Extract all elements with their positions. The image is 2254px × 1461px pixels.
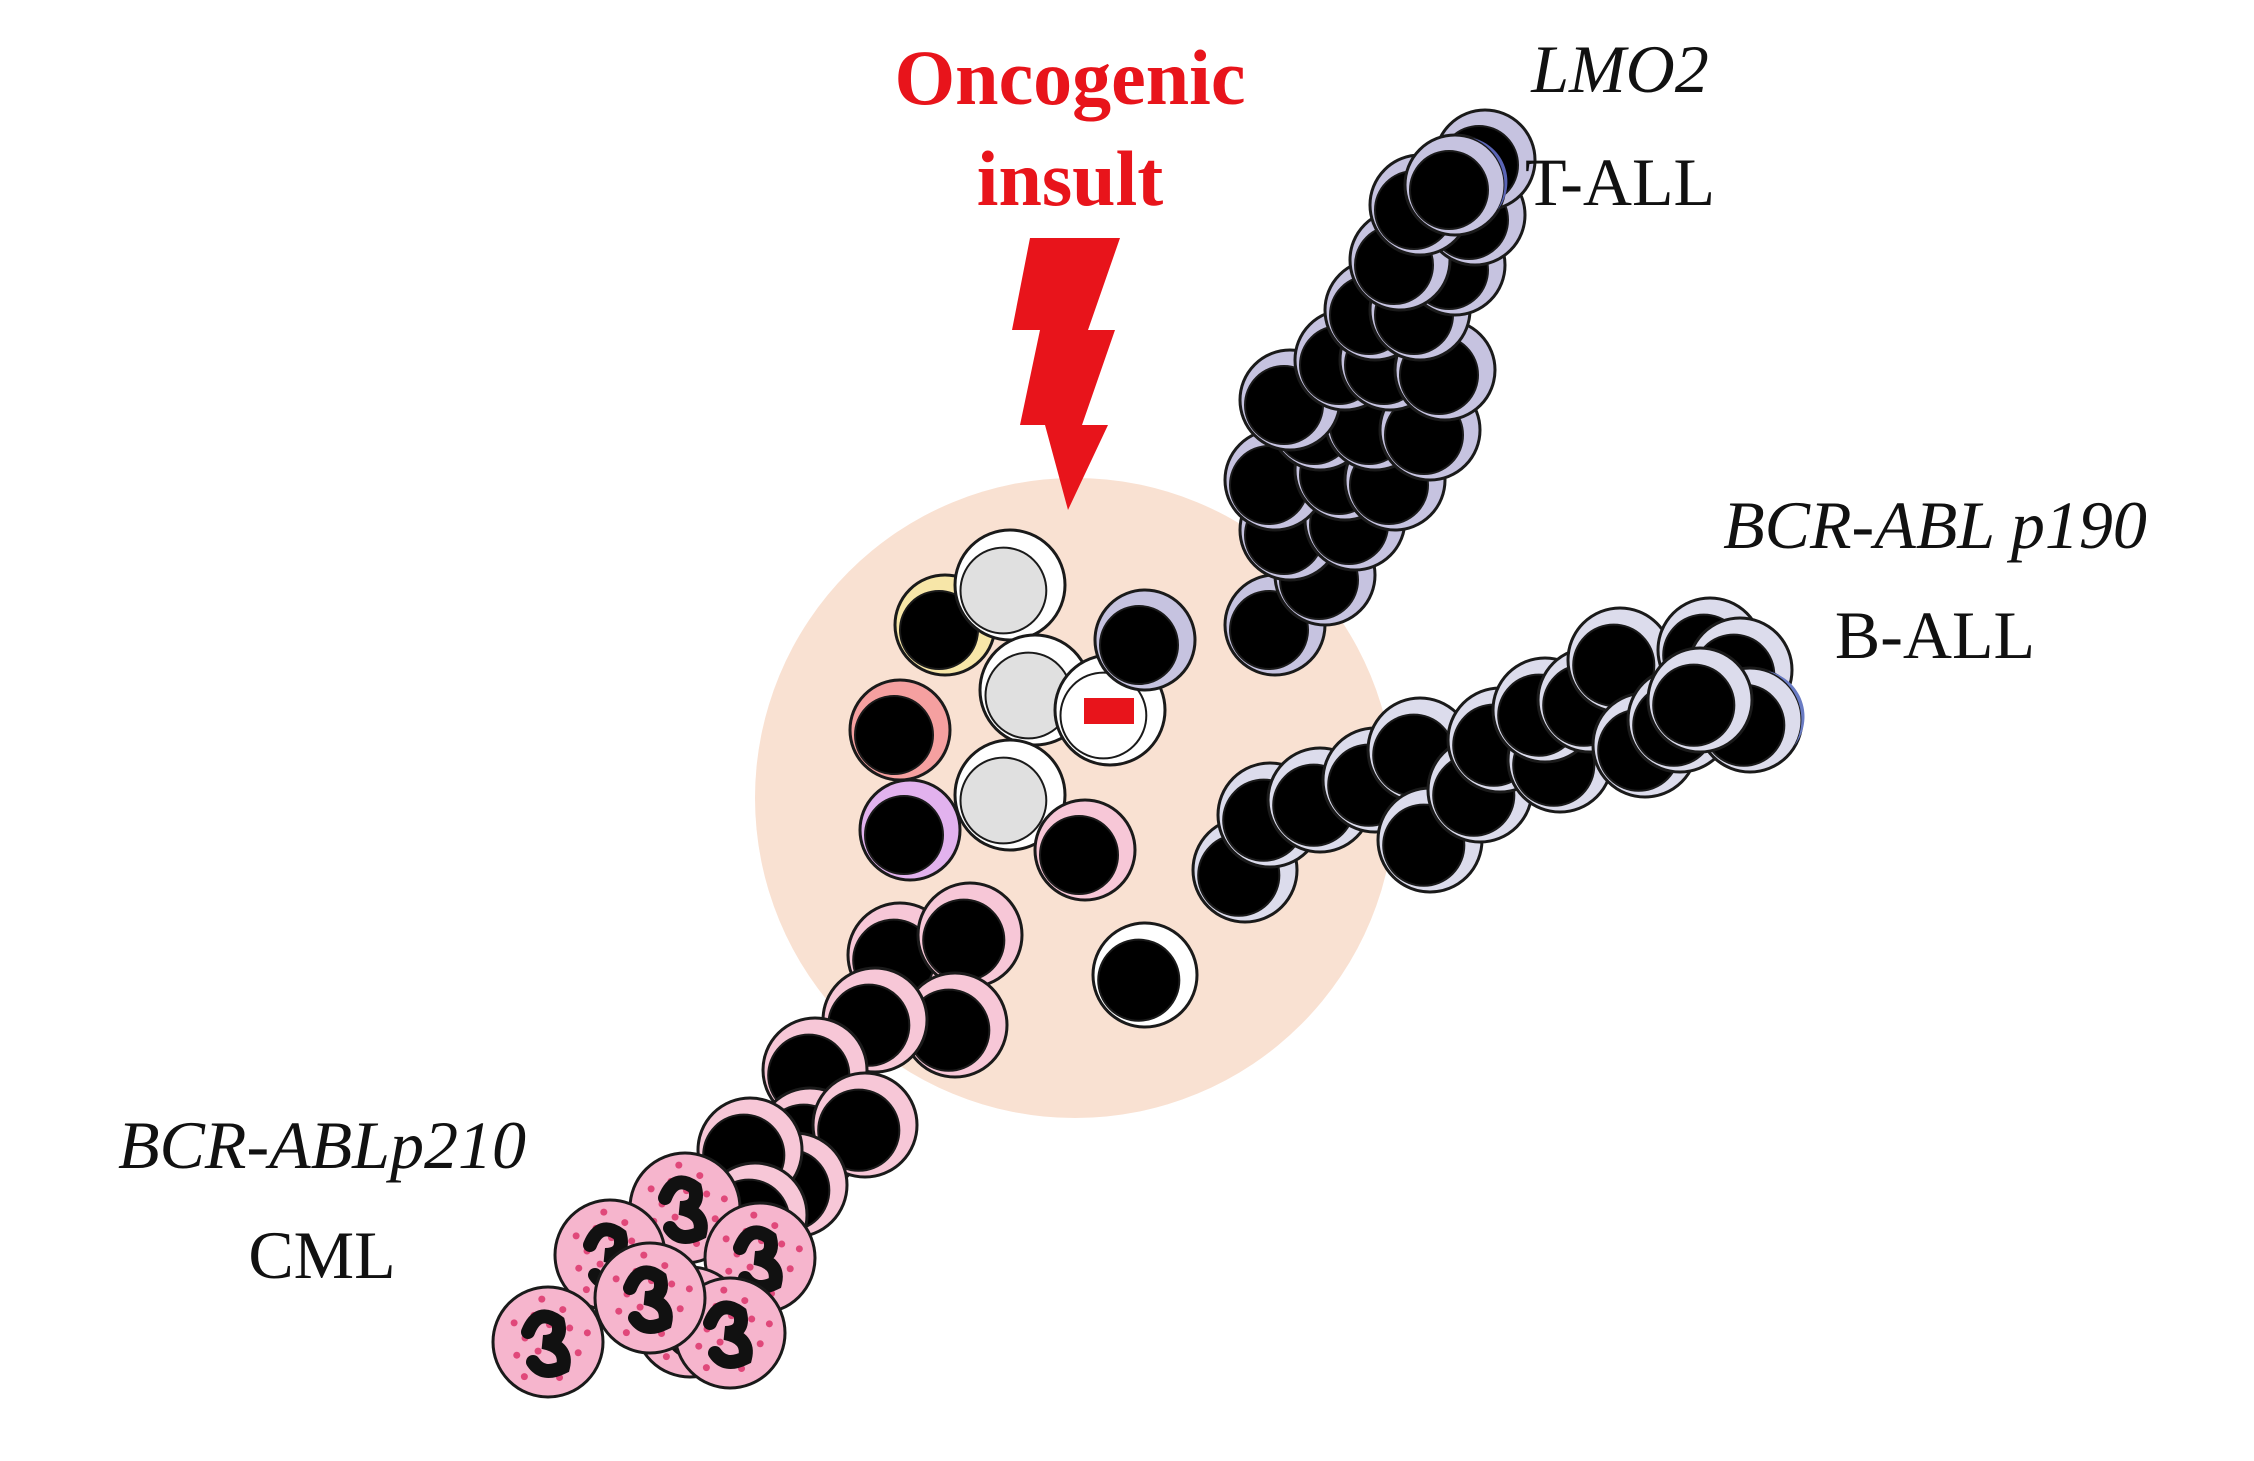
progenitor-cell-icon: [1093, 588, 1197, 692]
b-all-cell-cluster: [1191, 596, 1805, 924]
granulocyte-icon: [593, 1241, 707, 1355]
oncogenic-insult-title-line1: Oncogenic: [895, 34, 1246, 121]
t-all-gene-label: LMO2: [1530, 31, 1709, 107]
progenitor-cell-icon: [953, 528, 1067, 642]
cml-cell-cluster: [696, 881, 1024, 1269]
cml-cell-icon: [916, 881, 1024, 989]
progenitor-cell-icon: [858, 778, 962, 882]
cml-cell-icon: [811, 1071, 919, 1179]
progenitor-cell-icon: [1033, 798, 1137, 902]
granulocyte-cluster: [491, 1151, 817, 1399]
cml-disease-label: CML: [248, 1217, 395, 1293]
oncogenic-insult-title-line2: insult: [977, 135, 1163, 222]
granulocyte-icon: [491, 1285, 605, 1399]
progenitor-cell-icon: [848, 678, 952, 782]
progenitor-cell-icon: [1091, 921, 1199, 1029]
progenitor-cell-cluster: [848, 528, 1199, 1029]
lesion-marker-icon: [1084, 698, 1134, 724]
b-all-disease-label: B-ALL: [1835, 597, 2035, 673]
t-all-disease-label: T-ALL: [1525, 144, 1715, 220]
t-all-cell-icon: [1403, 133, 1508, 237]
t-all-cell-cluster: [1223, 108, 1537, 677]
b-all-gene-label: BCR-ABL p190: [1723, 487, 2147, 563]
b-all-cell-icon: [1646, 646, 1754, 754]
lightning-bolt-icon: [1012, 238, 1120, 510]
progenitor-cell-icon: [953, 738, 1067, 852]
cml-gene-label: BCR-ABLp210: [118, 1107, 526, 1183]
